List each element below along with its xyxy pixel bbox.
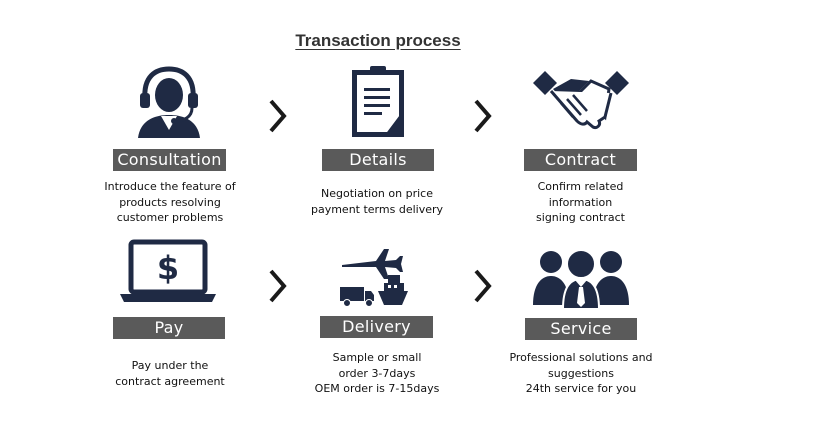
step-description-delivery: Sample or small order 3-7days OEM order … [314, 351, 440, 395]
plane-truck-ship-icon [338, 245, 410, 307]
customer-service-headset-icon [134, 66, 204, 138]
chevron-right-icon [268, 98, 288, 138]
step-label-details: Details [322, 149, 434, 171]
page-title: Transaction process [295, 31, 461, 50]
chevron-right-icon [473, 268, 493, 308]
step-label-pay: Pay [113, 317, 225, 339]
step-description-contract: Confirm related information signing cont… [536, 180, 625, 224]
step-description-service: Professional solutions and suggestions 2… [509, 351, 653, 395]
chevron-right-icon [473, 98, 493, 138]
svg-text:$: $ [157, 249, 179, 287]
step-description-pay: Pay under the contract agreement [115, 359, 225, 388]
chevron-right-icon [268, 268, 288, 308]
laptop-dollar-icon: $ [118, 239, 218, 303]
step-description-details: Negotiation on price payment terms deliv… [310, 187, 444, 216]
handshake-icon [531, 69, 631, 137]
step-label-contract: Contract [524, 149, 637, 171]
team-people-icon [533, 247, 629, 310]
step-label-delivery: Delivery [320, 316, 433, 338]
step-label-service: Service [525, 318, 637, 340]
step-label-consultation: Consultation [113, 149, 226, 171]
document-clipboard-icon [350, 66, 408, 139]
step-description-consultation: Introduce the feature of products resolv… [104, 180, 236, 224]
